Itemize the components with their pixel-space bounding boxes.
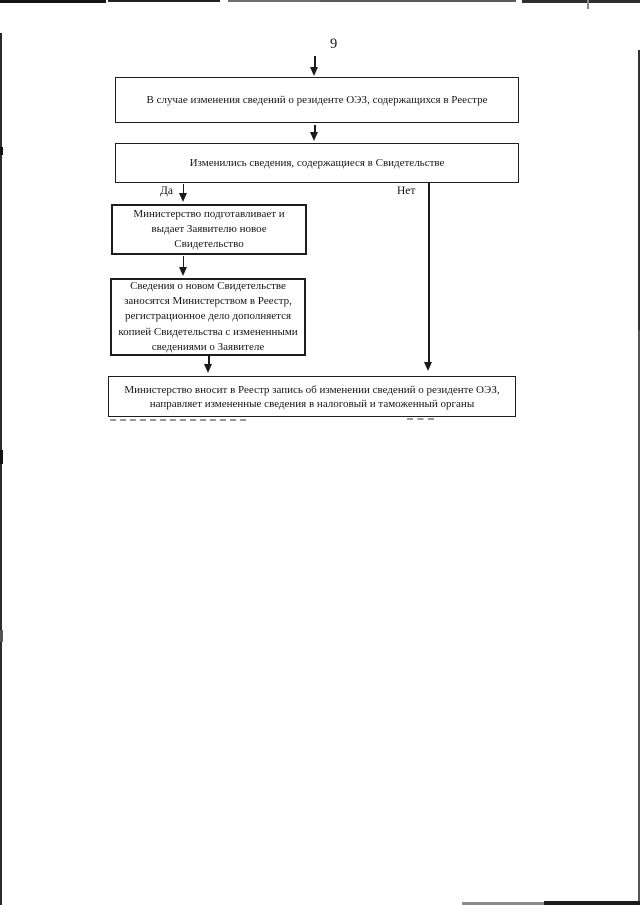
arrow-line-box4-box5 [208, 356, 210, 365]
flowchart-box-certificate-info-changed: Изменились сведения, содержащиеся в Свид… [115, 143, 519, 183]
flowchart-box-new-certificate-entered-in-registry: Сведения о новом Свидетельстве заносятся… [110, 278, 306, 356]
arrow-head-box4-box5 [204, 364, 212, 373]
scan-artifact-top-edge [522, 0, 640, 3]
flowchart-box-text-line: сведениями о Заявителе [151, 340, 265, 353]
scan-artifact-dash [407, 418, 434, 420]
scan-artifact-top-tick [587, 0, 589, 9]
flowchart-box-text-line: копией Свидетельства с измененными [118, 325, 298, 338]
flowchart-box-text-line: Свидетельство [174, 238, 244, 251]
scan-artifact-top-edge [108, 0, 220, 2]
scan-artifact-top-edge [228, 0, 320, 2]
arrow-line-yes [182, 184, 184, 194]
arrow-head-start [310, 67, 318, 76]
flowchart-box-text-line: Министерство вносит в Реестр запись об и… [124, 383, 500, 396]
arrow-head-box1-box2 [310, 132, 318, 141]
flowchart-box-text-line: Министерство подготавливает и [133, 207, 285, 220]
branch-label-no: Нет [397, 185, 416, 197]
arrow-line-box1-box2 [314, 125, 316, 133]
flowchart-box-ministry-records-change-notifies-authorities: Министерство вносит в Реестр запись об и… [108, 376, 516, 417]
branch-label-yes: Да [160, 185, 173, 197]
arrow-head-yes [178, 193, 187, 202]
arrow-line-box3-box4 [182, 256, 184, 268]
page-number: 9 [330, 36, 338, 52]
scan-artifact-right-edge [638, 330, 640, 905]
flowchart-box-text-line: регистрационное дело дополняется [124, 310, 292, 323]
flowchart-box-text-line: направляет измененные сведения в налогов… [149, 397, 475, 410]
flowchart-box-change-of-registry-info: В случае изменения сведений о резиденте … [115, 77, 519, 123]
scan-artifact-bottom-edge [544, 900, 640, 905]
scan-artifact-left-blip [0, 450, 3, 464]
scan-artifact-top-edge [320, 0, 516, 2]
scan-artifact-left-blip [0, 147, 3, 155]
scan-artifact-bottom-edge [462, 901, 546, 905]
flowchart-box-text-line: заносятся Министерством в Реестр, [124, 295, 292, 308]
flowchart-box-ministry-issues-new-certificate: Министерство подготавливает и выдает Зая… [111, 204, 307, 255]
scan-artifact-left-blip [0, 630, 3, 642]
arrow-head-box3-box4 [178, 267, 187, 276]
flowchart-box-text-line: Сведения о новом Свидетельстве [130, 280, 286, 292]
arrow-line-no [428, 183, 430, 363]
scan-artifact-dash [110, 418, 246, 421]
scan-artifact-top-edge [0, 0, 106, 3]
flowchart-box-text-line: выдает Заявителю новое [151, 222, 267, 235]
scan-artifact-left-edge [0, 33, 2, 905]
scan-artifact-right-edge [637, 50, 640, 330]
flowchart-box-text: Изменились сведения, содержащиеся в Свид… [189, 156, 445, 169]
arrow-head-no [424, 362, 432, 371]
flowchart-box-text: В случае изменения сведений о резиденте … [146, 93, 488, 106]
arrow-line-start [314, 56, 316, 68]
